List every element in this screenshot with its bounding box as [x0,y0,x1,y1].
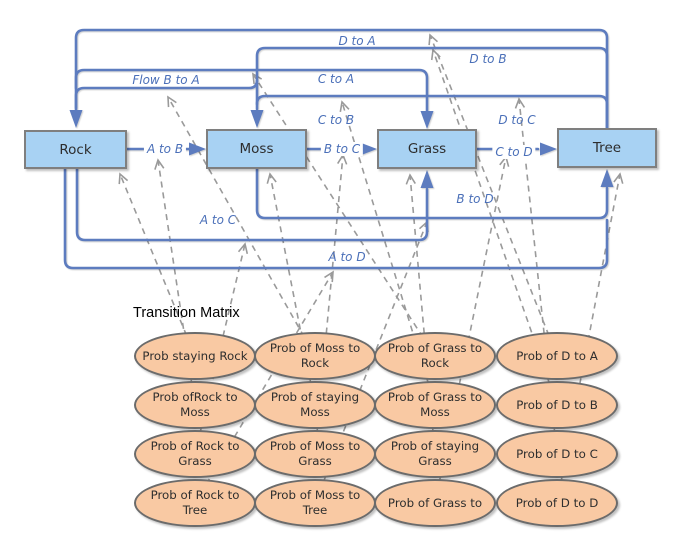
cell-text-line2: Rock [420,356,450,370]
state-box-grass[interactable]: Grass [377,129,477,169]
matrix-cell-d-to-a[interactable]: Prob of D to A [496,332,618,380]
connector-d-to-b[interactable] [430,48,558,406]
cell-text-line1: Prob of Moss to [269,341,361,355]
arrowhead-into-grass-bottom [420,170,434,188]
edge-label-a-to-d: A to D [328,250,366,264]
connector-rock-to-moss[interactable] [154,158,196,406]
edge-b-to-d[interactable] [255,167,609,220]
arrowhead-into-tree-bottom [600,169,614,187]
state-label-moss: Moss [239,141,274,157]
cell-text-line2: Rock [300,356,330,370]
cell-text-line2: Tree [302,503,328,517]
cell-text-line1: Prob of Moss to [269,439,361,453]
edge-label-d-to-c: D to C [498,113,536,127]
edge-d-to-c[interactable] [425,94,609,130]
cell-text-line1: Prob of D to C [516,446,598,461]
edge-label-a-to-b: A to B [143,142,187,156]
edge-label-b-to-c: B to C [320,142,364,156]
cell-text-line1: Prob of Grass to [387,341,483,355]
cell-text-line1: Prob of D to B [516,397,598,412]
cell-text-line1: Prob of D to D [515,495,599,510]
edge-label-a-to-c: A to C [199,213,237,227]
arrowhead-into-rock-top [69,110,83,128]
edge-arrowheads [69,110,614,188]
connector-grass-to-rock[interactable] [252,72,436,357]
edge-label-c-to-d: C to D [492,145,536,159]
cell-text-line1: Prob of Grass to [387,495,483,510]
matrix-cell-d-to-d[interactable]: Prob of D to D [496,479,618,527]
edge-d-to-a[interactable] [74,28,609,130]
cell-text-line2: Grass [298,454,332,468]
edge-a-to-d[interactable] [63,167,609,270]
transition-edges [63,28,614,270]
edge-a-to-c[interactable] [75,167,429,242]
matrix-cell-d-to-b[interactable]: Prob of D to B [496,381,618,429]
edge-flow-b-to-a[interactable] [74,78,259,110]
matrix-title: Transition Matrix [133,305,240,321]
state-box-rock[interactable]: Rock [24,130,127,169]
matrix-cell-staying-rock[interactable]: Prob staying Rock [134,332,256,380]
edge-label-d-to-a: D to A [338,34,376,48]
arrowhead-into-moss-left [189,142,206,156]
cell-text-line2: Grass [418,454,452,468]
cell-text-line1: Prob of D to A [516,348,598,363]
edge-c-to-a[interactable] [74,68,429,113]
connector-moss-to-rock[interactable] [167,95,316,357]
cell-text-line1: Prob of Rock to [150,439,240,453]
state-box-tree[interactable]: Tree [557,128,657,168]
cell-text-line1: Prob of Grass to [387,390,483,404]
cell-text-line2: Tree [182,503,208,517]
arrowhead-into-grass-left [360,142,377,156]
cell-text-line1: Prob of Rock to [150,488,240,502]
edge-label-c-to-a: C to A [317,72,355,86]
cell-text-line1: Prob staying Rock [142,348,248,363]
cell-text-line2: Moss [420,405,450,419]
edge-label-c-to-b: C to B [317,113,355,127]
edge-label-d-to-b: D to B [469,52,507,66]
state-label-grass: Grass [407,141,447,157]
cell-text-line1: Prob of staying [390,439,480,453]
edge-label-flow-b-to-a: Flow B to A [132,73,200,87]
connector-d-to-a[interactable] [428,33,558,357]
cell-text-line1: Prob ofRock to [152,390,238,404]
cell-text-line1: Prob of Moss to [269,488,361,502]
cell-text-line2: Moss [180,405,210,419]
matrix-cell-grass-to-tree[interactable]: Prob of Grass to [374,479,496,527]
edge-label-b-to-d: B to D [456,192,494,206]
cell-text-line1: Prob of staying [270,390,360,404]
edge-c-to-b[interactable] [255,94,429,106]
arrowhead-into-moss-top [250,110,264,128]
arrowhead-into-tree-left [540,142,557,156]
cell-text-line2: Moss [300,405,330,419]
cell-text-line2: Grass [178,454,212,468]
state-label-rock: Rock [59,141,92,158]
matrix-cell-d-to-c[interactable]: Prob of D to C [496,430,618,478]
arrowhead-into-grass-top [420,111,434,129]
edge-d-to-b[interactable] [255,46,609,130]
state-box-moss[interactable]: Moss [206,129,307,169]
state-label-tree: Tree [592,140,622,156]
